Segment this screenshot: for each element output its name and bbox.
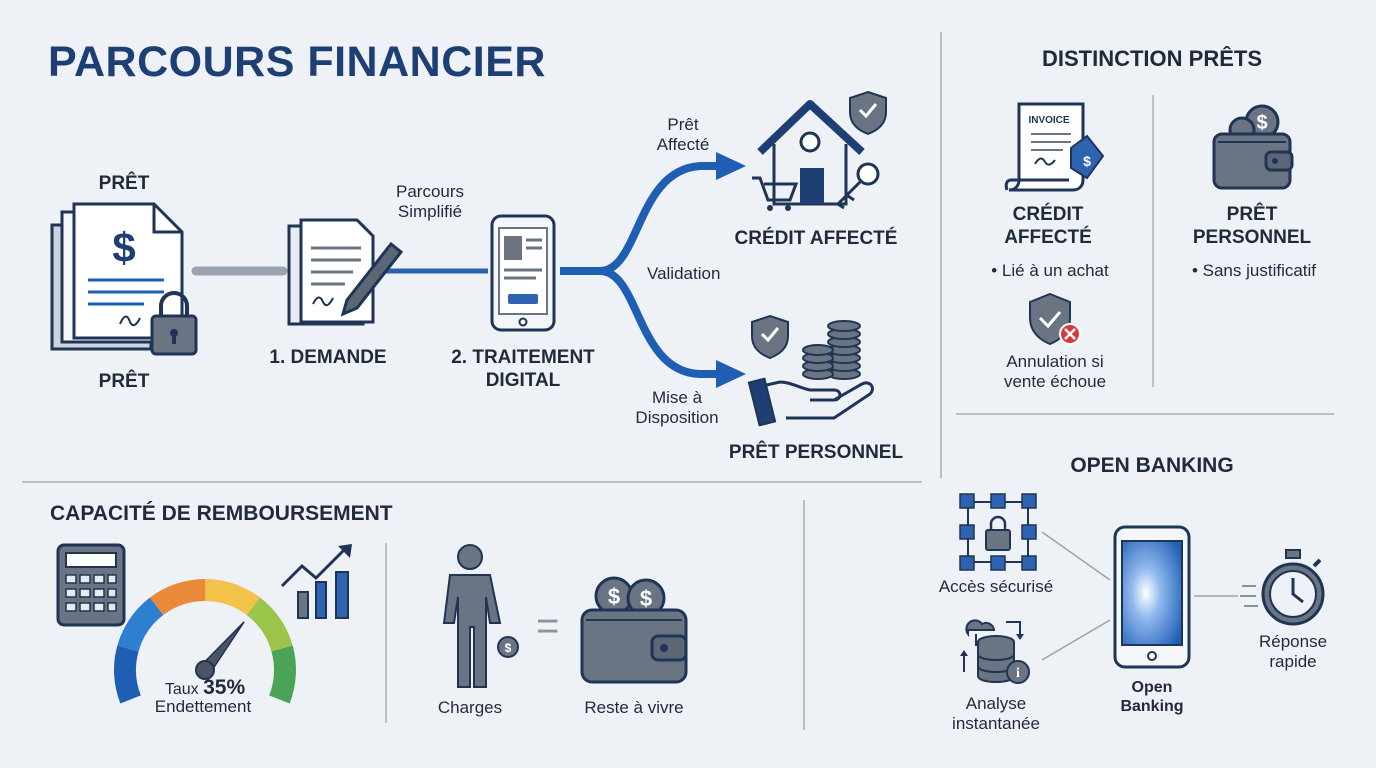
analyse-label-1: Analyse [965,694,1027,713]
distinction-left-note-1: Annulation si [1006,352,1104,371]
loan-document-icon: $ [48,200,203,360]
wallet-coins-icon: $ $ [580,574,690,684]
gauge-segment [268,645,296,704]
equals-sign: = [536,604,560,648]
gauge-label-prefix: Taux [164,681,199,698]
acces-label: Accès sécurisé [938,577,1054,596]
request-form-icon [287,218,404,330]
invoice-icon: INVOICE $ [1004,102,1107,192]
house-cart-key-icon [750,88,892,214]
stopwatch-icon [1238,548,1330,630]
svg-text:$: $ [505,641,512,655]
distinction-left-note-2: vente échoue [1003,372,1107,391]
gauge-label-1: Taux 35% [165,676,245,700]
gauge-segment [149,579,206,616]
pret-affecte-label-1: Prêt [667,115,699,134]
page-title: PARCOURS FINANCIER [48,38,546,86]
distinction-right-bullet: • Sans justificatif [1191,261,1317,280]
wallet-icon: $ [1212,104,1294,190]
reste-label: Reste à vivre [584,698,684,717]
database-analysis-icon: i [958,612,1038,690]
distinction-title: DISTINCTION PRÊTS [1041,46,1263,71]
invoice-word: INVOICE [1028,115,1069,126]
loan-top-label: PRÊT [98,173,150,194]
gauge-segment [246,597,293,652]
gauge-hub [195,660,215,680]
distinction-right-title-1: PRÊT [1226,204,1278,225]
reponse-label-2: rapide [1269,652,1317,671]
phone-label-2: Banking [1120,698,1184,715]
parcours-label-2: Simplifié [397,202,463,221]
gauge-segment [204,579,261,616]
divider-horizontal-right [956,413,1334,415]
debt-ratio-gauge [110,560,300,704]
parcours-label-1: Parcours [395,182,465,201]
svg-text:$: $ [608,584,620,609]
gauge-value: 35% [203,676,246,699]
mise-label-2: Disposition [635,408,719,427]
hand-coins-icon [747,312,882,428]
smartphone-icon [490,214,556,332]
person-empty-pockets-icon: $ [428,543,520,691]
growth-chart-icon [278,542,358,620]
step2-label-1: 2. TRAITEMENT [451,347,595,368]
pret-personnel-label: PRÊT PERSONNEL [728,442,904,463]
reponse-label-1: Réponse [1258,632,1328,651]
gauge-label-2: Endettement [154,697,252,716]
analyse-label-2: instantanée [952,714,1040,733]
secure-network-icon [958,492,1038,572]
mise-label-1: Mise à [651,388,703,407]
svg-text:$: $ [1256,112,1267,134]
pret-affecte-label-2: Affecté [656,135,710,154]
divider-vertical-main [940,32,942,478]
capacity-title: CAPACITÉ DE REMBOURSEMENT [50,502,393,525]
divider-horizontal-left [22,481,922,483]
calculator-icon [56,543,126,627]
svg-text:$: $ [1083,153,1091,169]
charges-label: Charges [437,698,503,717]
step1-label: 1. DEMANDE [269,347,387,368]
svg-text:$: $ [112,224,135,271]
distinction-left-title-1: CRÉDIT [1012,204,1084,225]
phone-label-1: Open [1131,679,1173,696]
credit-affecte-label: CRÉDIT AFFECTÉ [734,228,898,249]
distinction-left-bullet: • Lié à un achat [991,261,1109,280]
divider-distinction-center [1152,95,1154,387]
gauge-segment [117,597,164,652]
shield-cancel-icon [1028,292,1084,348]
open-banking-phone-icon [1113,525,1191,669]
svg-text:$: $ [640,586,652,611]
divider-capacity-right [803,500,805,730]
gauge-segment [114,645,142,704]
svg-text:i: i [1016,666,1020,681]
open-banking-title: OPEN BANKING [1070,454,1234,477]
distinction-right-title-2: PERSONNEL [1192,227,1312,248]
divider-capacity-center [385,543,387,723]
distinction-left-title-2: AFFECTÉ [1004,227,1092,248]
loan-bottom-label: PRÊT [98,371,150,392]
validation-label: Validation [647,264,721,283]
step2-label-2: DIGITAL [485,370,561,391]
